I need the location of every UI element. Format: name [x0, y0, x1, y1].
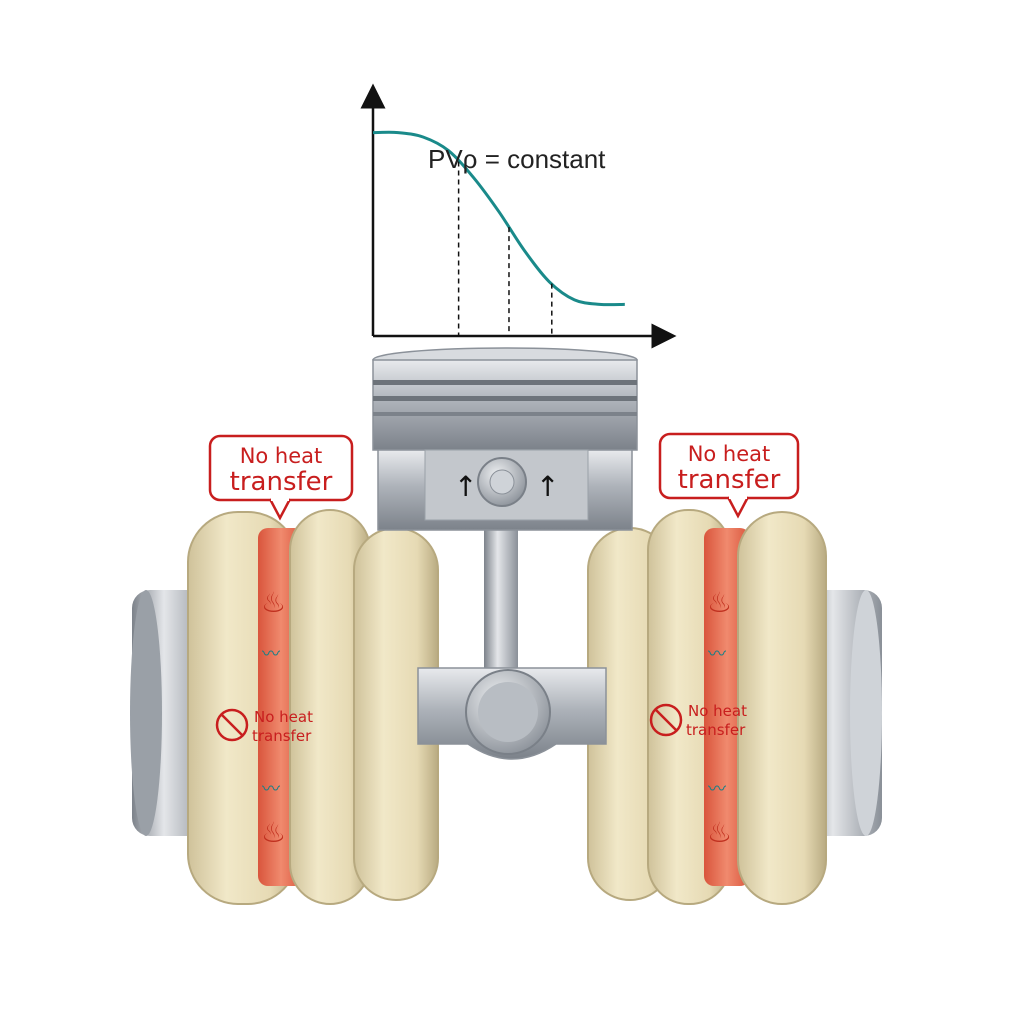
- right-callout: No heat transfer: [658, 432, 800, 519]
- pv-chart: PVρ = constant: [360, 83, 677, 349]
- wave-icon: 〰: [708, 644, 726, 665]
- right-callout-line1: No heat: [688, 442, 771, 466]
- pv-curve: [372, 130, 625, 307]
- right-badge-line1: No heat: [688, 702, 747, 720]
- right-no-heat-badge: No heat transfer: [649, 702, 747, 739]
- heat-waves-icon: ♨: [261, 586, 286, 619]
- right-insulation-disc-outer: [737, 511, 827, 905]
- right-assembly: ♨ ♨ 〰 〰 No heat transfer No heat transfe…: [587, 432, 882, 905]
- piston-ring: [373, 380, 637, 385]
- right-badge-line2: transfer: [686, 721, 746, 739]
- left-badge-line1: No heat: [254, 708, 313, 726]
- wave-icon: 〰: [262, 779, 280, 800]
- heat-waves-icon: ♨: [707, 586, 732, 619]
- no-heat-icon: [215, 708, 249, 742]
- heat-waves-icon: ♨: [707, 816, 732, 849]
- chart-title: PVρ = constant: [428, 144, 606, 174]
- chart-marks: [372, 130, 625, 336]
- connecting-rod: [484, 520, 518, 670]
- left-callout-line1: No heat: [240, 444, 323, 468]
- piston-ring: [373, 396, 637, 401]
- wave-icon: 〰: [708, 779, 726, 800]
- up-arrow-right: ↑: [536, 470, 559, 503]
- piston-body: [372, 359, 638, 451]
- heat-waves-icon: ♨: [261, 816, 286, 849]
- left-assembly: ♨ ♨ 〰 〰 No heat transfer No heat transfe…: [130, 434, 439, 905]
- up-arrow-left: ↑: [454, 470, 477, 503]
- piston-ring: [373, 412, 637, 416]
- left-badge-line2: transfer: [252, 727, 312, 745]
- no-heat-icon: [649, 703, 683, 737]
- piston-assembly: ↑ ↑: [372, 347, 638, 760]
- right-callout-line2: transfer: [678, 465, 781, 495]
- left-callout: No heat transfer: [208, 434, 354, 521]
- left-callout-line2: transfer: [230, 467, 333, 497]
- wave-icon: 〰: [262, 644, 280, 665]
- left-no-heat-badge: No heat transfer: [215, 708, 313, 745]
